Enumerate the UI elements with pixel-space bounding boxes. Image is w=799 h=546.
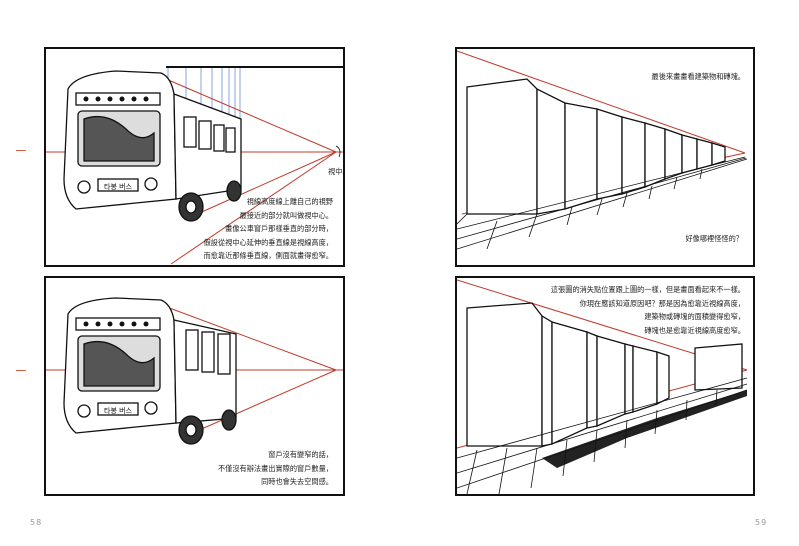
caption-line: 建築物或磚塊的面積變得愈窄， [644, 312, 745, 321]
caption-line: 這張圖的消失點位置跟上圖的一樣，但是畫面看起來不一樣。 [550, 285, 745, 294]
caption-line: 你現在應該知道原因吧？那是因為愈靠近視線高度， [579, 298, 745, 308]
caption-bottom-right: 這張圖的消失點位置跟上圖的一樣，但是畫面看起來不一樣。 你現在應該知道原因吧？那… [551, 283, 745, 337]
buildings-illustration-correct [457, 279, 748, 494]
caption-line: 不僅沒有辦法畫出實際的窗戶數量， [217, 463, 333, 473]
page-number-left: 58 [30, 518, 43, 527]
panel-buildings-correct: 這張圖的消失點位置跟上圖的一樣，但是畫面看起來不一樣。 你現在應該知道原因吧？那… [455, 276, 755, 496]
bus-illustration-wrong: 타봉 버스 [46, 297, 343, 445]
panel-bus-wrong: 타봉 버스 窗戶沒有變窄的話， 不僅沒有辦法畫出實際的窗戶數量， 同時也會失去空… [44, 276, 345, 496]
page-number-right: 59 [755, 518, 768, 527]
caption-line: 最接近的部分就叫做視中心。 [239, 210, 333, 220]
caption-line: 窗戶沒有變窄的話， [268, 450, 333, 459]
caption-line: 假設從視中心延伸的垂直線是視線高度， [203, 237, 333, 247]
horizon-tick-bottom [16, 370, 26, 371]
caption-line: 同時也會失去空間感。 [261, 477, 333, 486]
caption-bottom-left: 窗戶沒有變窄的話， 不僅沒有辦法畫出實際的窗戶數量， 同時也會失去空間感。 [218, 448, 333, 489]
caption-top-left: 視線高度線上離自己的視野 最接近的部分就叫做視中心。 畫像公車窗戶那樣垂直的部分… [204, 195, 333, 263]
caption-line: 畫像公車窗戶那樣垂直的部分時， [225, 224, 333, 233]
bus-illustration: 타봉 버스 [46, 66, 343, 265]
eye-center-label: 視中心 [328, 167, 343, 176]
caption-top-right-1: 最後來畫畫看建築物和磚塊。 [651, 72, 745, 81]
horizon-tick-top [16, 150, 26, 151]
caption-line: 視線高度線上離自己的視野 [246, 197, 333, 206]
buildings-illustration [457, 50, 748, 250]
panel-bus-eye-center: 타봉 버스 視中心 視線高度線上離自己的視野 最接近的部分就叫做視中心。 畫像公… [44, 47, 345, 267]
bus-sign-text-wrong: 타봉 버스 [104, 406, 133, 415]
caption-top-right-2: 好像哪裡怪怪的？ [685, 234, 743, 243]
bus-sign-text: 타봉 버스 [104, 182, 133, 191]
panel-buildings-strange: 最後來畫畫看建築物和磚塊。 好像哪裡怪怪的？ [455, 47, 755, 267]
caption-line: 磚塊也是愈靠近視線高度愈窄。 [644, 325, 745, 335]
caption-line: 而愈靠近那條垂直線，側面就畫得愈窄。 [203, 251, 333, 260]
